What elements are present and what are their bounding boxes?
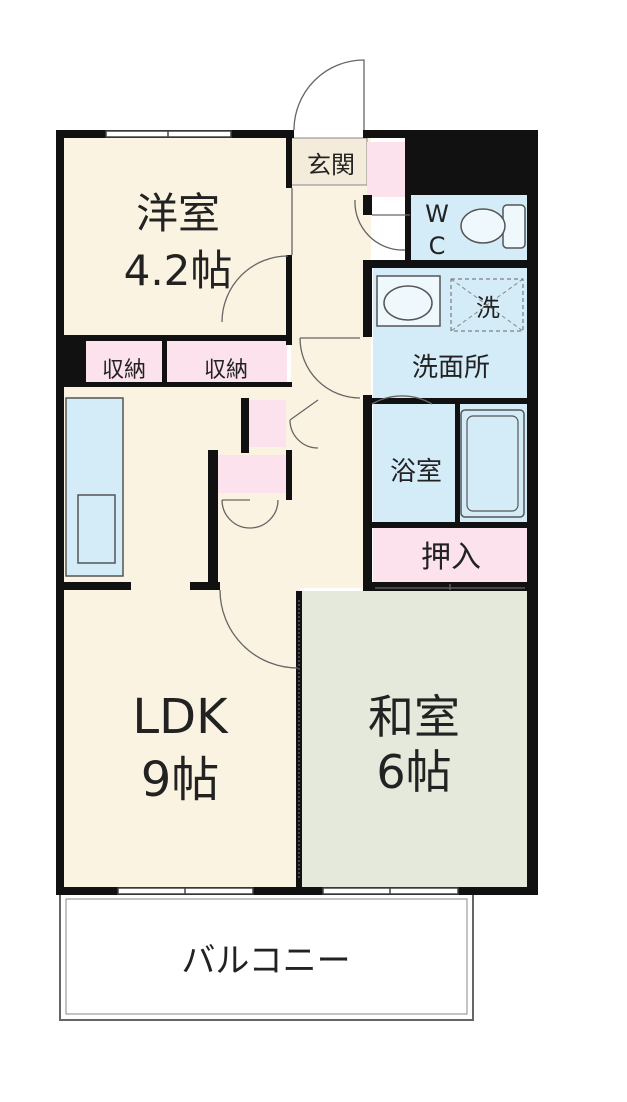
ldk-size: 9帖 — [141, 752, 220, 808]
storage-left-floor — [86, 340, 162, 385]
japanese-room-size: 6帖 — [376, 745, 451, 799]
balcony-label: バルコニー — [181, 941, 350, 981]
wc-label-bottom: C — [429, 232, 446, 260]
washer-label: 洗 — [476, 294, 500, 322]
kitchen-sink — [77, 494, 116, 564]
japanese-room-floor — [301, 591, 527, 888]
washer-space — [450, 278, 524, 332]
toilet-tank — [502, 204, 526, 249]
japanese-room-name: 和室 — [368, 690, 460, 744]
balcony-rail — [65, 898, 468, 1015]
western-room-size: 4.2帖 — [124, 246, 233, 295]
western-room-name: 洋室 — [136, 189, 220, 238]
bathtub — [460, 409, 525, 518]
storage-right-floor — [167, 340, 287, 385]
closet-label: 押入 — [421, 540, 481, 575]
western-room-floor — [64, 138, 291, 338]
washbasin-counter — [376, 275, 441, 327]
washbasin-bowl — [383, 285, 433, 321]
doors — [219, 59, 525, 880]
windows — [105, 130, 459, 895]
toilet-bowl — [460, 208, 506, 244]
balcony-area — [59, 892, 474, 1021]
ldk-name: LDK — [132, 689, 229, 745]
hall-closet-small — [249, 400, 286, 447]
washroom-label: 洗面所 — [412, 353, 490, 383]
wc-label-top: W — [425, 200, 449, 228]
entrance-label: 玄関 — [307, 151, 355, 179]
kitchen-counter — [65, 397, 124, 577]
closet-floor — [373, 528, 527, 582]
washer-cross-b — [450, 278, 524, 332]
hall-closet — [217, 455, 287, 493]
entrance-step — [290, 137, 368, 186]
hallway-floor — [291, 138, 371, 588]
storage-right-label: 収納 — [204, 358, 248, 383]
storage-left-label: 収納 — [102, 358, 146, 383]
shoe-box — [367, 142, 407, 197]
bathtub-inner — [466, 415, 519, 512]
bath-label: 浴室 — [390, 457, 442, 487]
